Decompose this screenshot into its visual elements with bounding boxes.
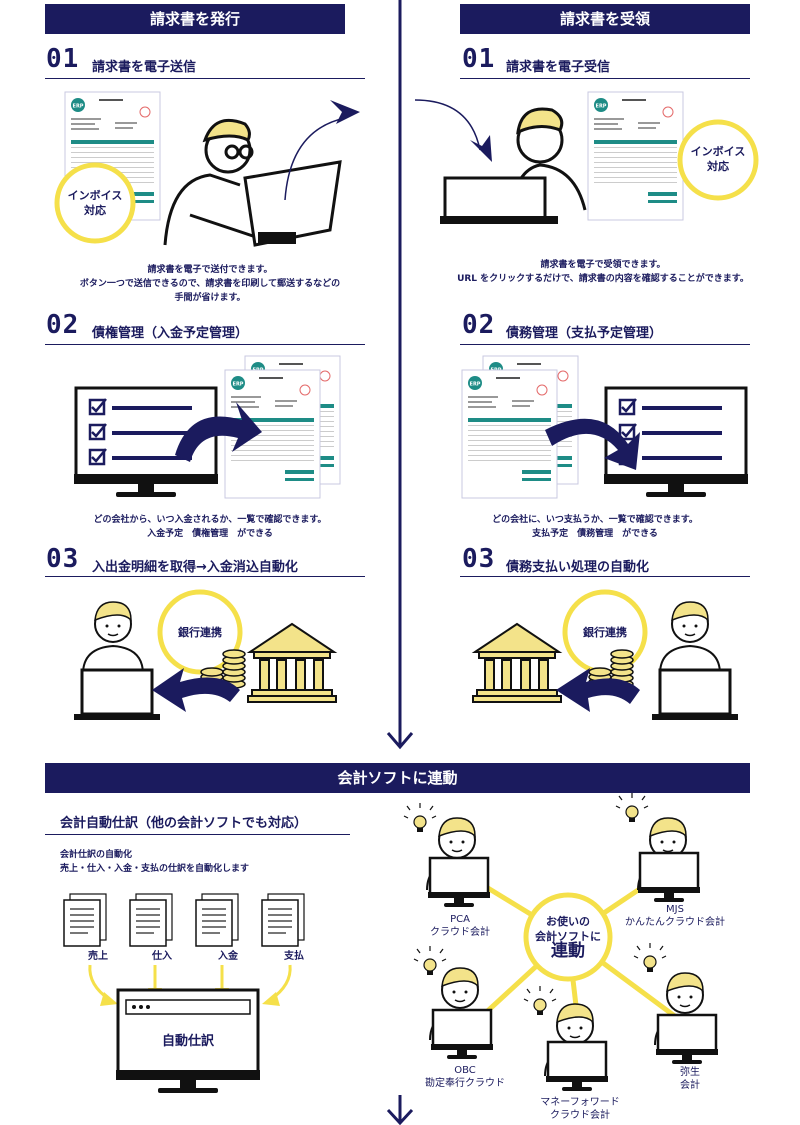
software-yayoi: 弥生会計 bbox=[680, 1067, 700, 1091]
left-step-02-number: 02 bbox=[46, 310, 80, 340]
right-step-01-number: 01 bbox=[462, 44, 496, 74]
accounting-rule bbox=[45, 834, 350, 835]
doc-label-deposit: 入金 bbox=[216, 947, 240, 962]
left-step-02-caption: どの会社から、いつ入金されるか、一覧で確認できます。入金予定 債権管理 ができる bbox=[93, 515, 327, 539]
right-bank-link-label: 銀行連携 bbox=[583, 626, 627, 639]
left-step-03-title: 入出金明細を取得→入金消込自動化 bbox=[92, 560, 298, 575]
left-step-03-number: 03 bbox=[46, 544, 80, 574]
accounting-description: 会計仕訳の自動化売上・仕入・入金・支払の仕訳を自動化します bbox=[60, 850, 250, 874]
right-step-02-number: 02 bbox=[462, 310, 496, 340]
left-step-01-title: 請求書を電子送信 bbox=[92, 60, 197, 75]
accounting-hub-label: お使いの会計ソフトに連動 bbox=[535, 915, 601, 961]
right-step-01-title: 請求書を電子受信 bbox=[506, 60, 611, 75]
issue-banner: 請求書を発行 bbox=[45, 4, 345, 34]
software-moneyforward: マネーフォワードクラウド会計 bbox=[540, 1097, 620, 1121]
right-step-02-title: 債務管理（支払予定管理） bbox=[506, 326, 663, 341]
right-step-01-rule bbox=[460, 78, 750, 79]
right-step-03-rule bbox=[460, 576, 750, 577]
right-invoice-circle-label: インボイス対応 bbox=[690, 145, 746, 173]
auto-journal-screen-label: 自動仕訳 bbox=[161, 1034, 214, 1049]
left-step-02-rule bbox=[45, 344, 365, 345]
doc-label-payment: 支払 bbox=[282, 947, 306, 962]
right-step-02-rule bbox=[460, 344, 750, 345]
right-step-01-caption: 請求書を電子で受領できます。URL をクリックするだけで、請求書の内容を確認する… bbox=[457, 260, 749, 284]
receive-banner: 請求書を受領 bbox=[460, 4, 750, 34]
right-step-02-caption: どの会社に、いつ支払うか、一覧で確認できます。支払予定 債務管理 ができる bbox=[492, 515, 698, 539]
right-step-03-number: 03 bbox=[462, 544, 496, 574]
doc-label-purchase: 仕入 bbox=[150, 947, 174, 962]
accounting-title: 会計自動仕訳（他の会計ソフトでも対応） bbox=[60, 816, 308, 831]
doc-label-sales: 売上 bbox=[86, 947, 110, 962]
left-step-01-caption: 請求書を電子で送付できます。ボタン一つで送信できるので、請求書を印刷して郵送する… bbox=[79, 265, 341, 303]
left-step-02-title: 債権管理（入金予定管理） bbox=[92, 326, 249, 341]
left-invoice-circle-label: インボイス対応 bbox=[67, 189, 123, 217]
left-step-01-number: 01 bbox=[46, 44, 80, 74]
right-step-03-title: 債務支払い処理の自動化 bbox=[506, 560, 650, 575]
left-step-03-rule bbox=[45, 576, 365, 577]
left-bank-link-label: 銀行連携 bbox=[178, 626, 222, 639]
accounting-banner: 会計ソフトに連動 bbox=[45, 763, 750, 793]
left-step-01-rule bbox=[45, 78, 365, 79]
